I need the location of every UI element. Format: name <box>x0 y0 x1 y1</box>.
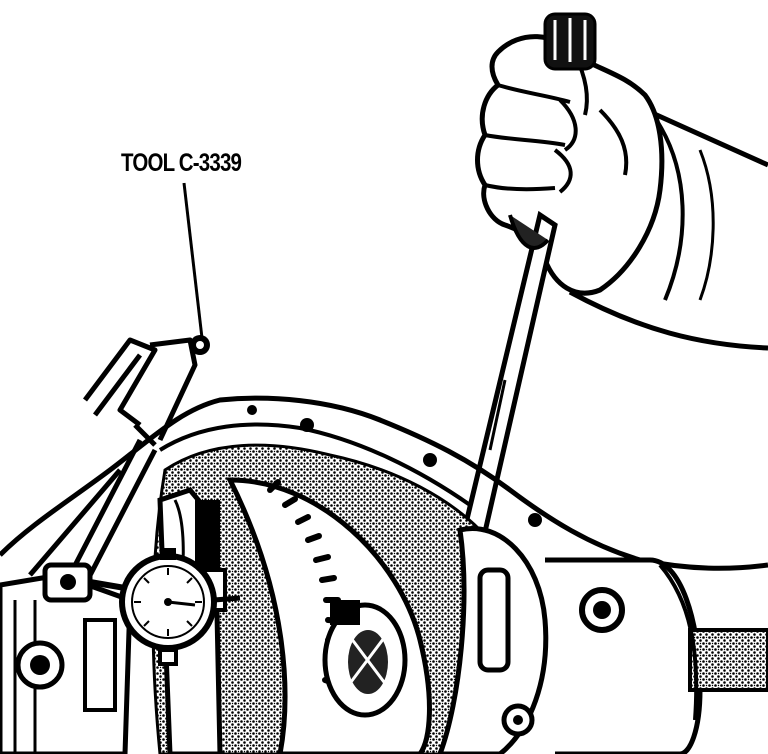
axle-tube <box>545 557 768 754</box>
dial-indicator <box>119 548 241 666</box>
indicator-clamp <box>42 335 210 603</box>
callout-leader-line <box>182 182 204 339</box>
differential-carrier <box>322 600 408 718</box>
sleeve-outline <box>648 109 768 168</box>
tool-callout-label: TOOL C-3339 <box>121 149 242 177</box>
sleeve-outline-lower <box>568 289 768 351</box>
housing-bolts <box>247 405 542 527</box>
housing-flange-inner <box>158 422 472 507</box>
sleeve-fold <box>698 149 715 301</box>
sleeve-cuff <box>653 116 685 301</box>
wrench-handle-top <box>543 12 597 71</box>
finger-creases <box>484 54 629 194</box>
indicator-support-arm <box>28 337 198 587</box>
bearing-cap <box>437 526 549 754</box>
